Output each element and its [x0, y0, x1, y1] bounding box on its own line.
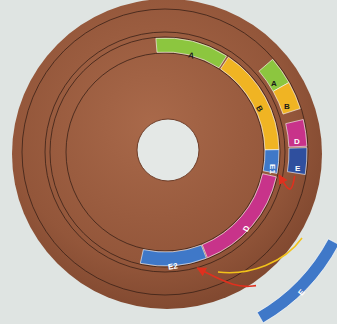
- segment-label: A: [187, 52, 195, 61]
- data-arrow: [197, 268, 256, 286]
- track-line: [66, 53, 264, 251]
- track-segment: E: [286, 146, 309, 176]
- segment-band: [202, 174, 276, 258]
- segment-label: B: [284, 103, 290, 111]
- segment-band: [221, 57, 279, 150]
- spindle-hole: [137, 119, 199, 181]
- segment-label: E2: [168, 262, 179, 272]
- segment-label: D: [294, 138, 300, 146]
- track-line: [22, 9, 308, 295]
- track-segment: B: [272, 81, 303, 116]
- track-line: [50, 37, 280, 267]
- segment-band: [263, 150, 279, 174]
- segment-shape: [219, 56, 281, 152]
- track-segment: D: [284, 118, 309, 149]
- track-segment: E1: [262, 148, 281, 175]
- segment-shape: [256, 237, 337, 324]
- segment-shape: [201, 172, 279, 260]
- data-arrow: [279, 175, 295, 189]
- segment-band: [156, 38, 227, 68]
- segment-label: E: [295, 165, 300, 173]
- track-segment: E2: [139, 244, 209, 268]
- disk-platter: [12, 0, 322, 309]
- segment-band: [257, 239, 337, 323]
- segment-band: [286, 120, 307, 147]
- segment-label: A: [271, 80, 277, 88]
- segment-band: [287, 148, 307, 175]
- track-segment: D: [201, 172, 279, 260]
- track-line: [45, 32, 285, 272]
- segment-label: E1: [268, 164, 276, 174]
- track-segment: A: [154, 37, 228, 70]
- segment-band: [273, 83, 300, 114]
- track-segment: B: [219, 56, 281, 152]
- incoming-segment: E: [256, 237, 337, 324]
